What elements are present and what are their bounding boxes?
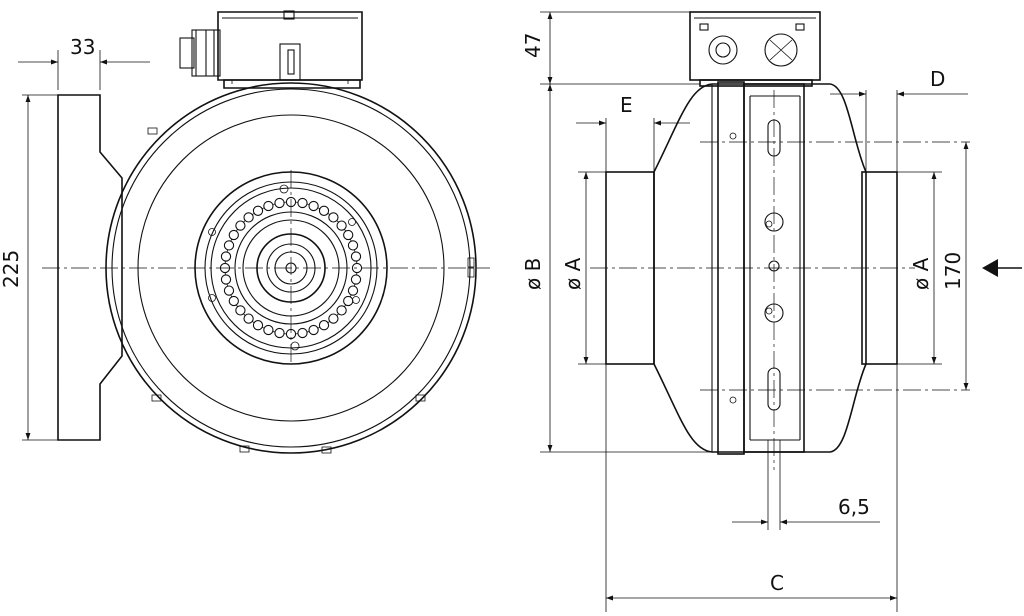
- bearing-ball: [350, 274, 362, 285]
- bearing-ball: [343, 295, 354, 307]
- bearing-ball: [220, 251, 232, 262]
- dimension-diameter-a-left-label: ø A: [561, 257, 585, 290]
- bearing-ball: [263, 200, 274, 212]
- dimension-e-label: E: [620, 93, 633, 117]
- bearing-ball: [243, 212, 254, 223]
- dimension-c: C: [605, 364, 898, 612]
- plate-holes: [208, 184, 360, 351]
- dimension-diameter-b: ø B: [521, 84, 712, 453]
- dimension-6-5: 6,5: [732, 440, 880, 530]
- cable-gland: [179, 29, 221, 77]
- dimension-47: 47: [521, 11, 700, 85]
- bearing-ball: [252, 320, 264, 331]
- dimension-225: 225: [0, 94, 58, 441]
- bearing-ball: [243, 313, 254, 324]
- bearing-ball: [252, 205, 264, 216]
- dimension-170: 170: [941, 142, 969, 390]
- bearing-ball: [318, 205, 330, 216]
- bearing-ball: [228, 229, 239, 241]
- bearing-ball: [318, 320, 330, 331]
- bearing-ball: [347, 240, 359, 251]
- dimension-6-5-label: 6,5: [838, 495, 870, 519]
- dimension-225-label: 225: [0, 250, 23, 288]
- bearing-ball: [328, 212, 339, 223]
- bearing-ball: [308, 200, 319, 212]
- bearing-ball: [297, 197, 308, 209]
- terminal-box-side: [689, 11, 821, 87]
- bearing-ball: [328, 313, 339, 324]
- bearing-ball: [228, 295, 239, 307]
- side-view: [590, 11, 970, 470]
- bearing-ball: [336, 220, 347, 231]
- bearing-ball: [263, 324, 274, 336]
- bearing-ball: [223, 285, 235, 296]
- fan-body: [653, 83, 867, 453]
- dimension-diameter-a-left: ø A: [561, 171, 606, 365]
- bearing-ball: [350, 251, 362, 262]
- airflow-arrow-icon: [982, 259, 998, 277]
- dimension-170-label: 170: [941, 252, 965, 290]
- dimension-33-label: 33: [70, 35, 95, 59]
- dimension-d-label: D: [930, 67, 945, 91]
- bearing-ball: [223, 240, 235, 251]
- dimension-e: E: [576, 93, 690, 172]
- dimension-47-label: 47: [521, 33, 545, 58]
- bearing-ball: [308, 324, 319, 336]
- bearing-ball: [274, 327, 285, 339]
- bearing-ball: [343, 229, 354, 241]
- airflow-direction: [982, 259, 1022, 277]
- bearing-ball: [297, 327, 308, 339]
- dimension-diameter-b-label: ø B: [521, 258, 545, 290]
- dimension-33: 33: [18, 35, 150, 90]
- mounting-flange: [57, 94, 123, 441]
- terminal-box-front: [217, 10, 363, 89]
- bearing-ball: [220, 274, 232, 285]
- dimension-diameter-a-right: ø A: [897, 171, 942, 365]
- bearing-ball: [336, 305, 347, 316]
- dimension-c-label: C: [770, 571, 784, 595]
- bearing-ball: [347, 285, 359, 296]
- front-view: [42, 10, 490, 454]
- dimension-d: D: [830, 67, 968, 172]
- bearing-ball: [274, 197, 285, 209]
- bearing-ball: [235, 220, 246, 231]
- bearing-ball: [235, 305, 246, 316]
- dimension-diameter-a-right-label: ø A: [909, 257, 933, 290]
